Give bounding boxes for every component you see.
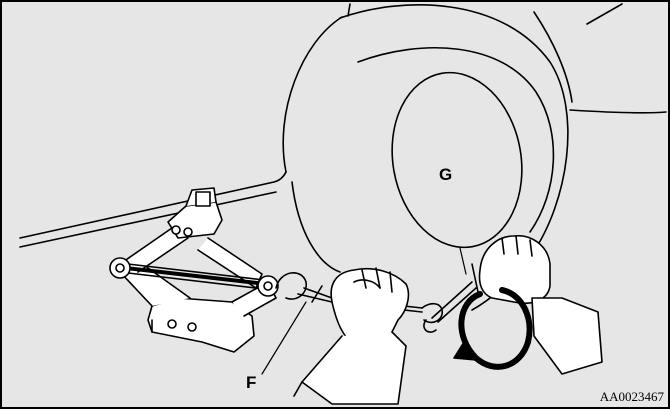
wheel-disc	[379, 62, 536, 258]
car-sill-line-lower	[20, 192, 276, 247]
bumper-line	[587, 4, 622, 24]
fender-curve	[534, 12, 572, 102]
rotation-arrow-icon	[454, 290, 530, 367]
label-wheel-nut-wrench: G	[439, 166, 452, 183]
leader-g	[460, 248, 466, 274]
right-hand	[480, 236, 603, 374]
figure-code: AA0023467	[600, 390, 664, 403]
car-sill-line	[20, 172, 286, 238]
left-hand	[294, 268, 408, 404]
body-side-line	[570, 110, 666, 113]
wheel-arch	[283, 17, 342, 172]
leader-f	[262, 302, 306, 374]
label-jack-handle: F	[246, 374, 256, 391]
tire-edge	[292, 182, 340, 272]
